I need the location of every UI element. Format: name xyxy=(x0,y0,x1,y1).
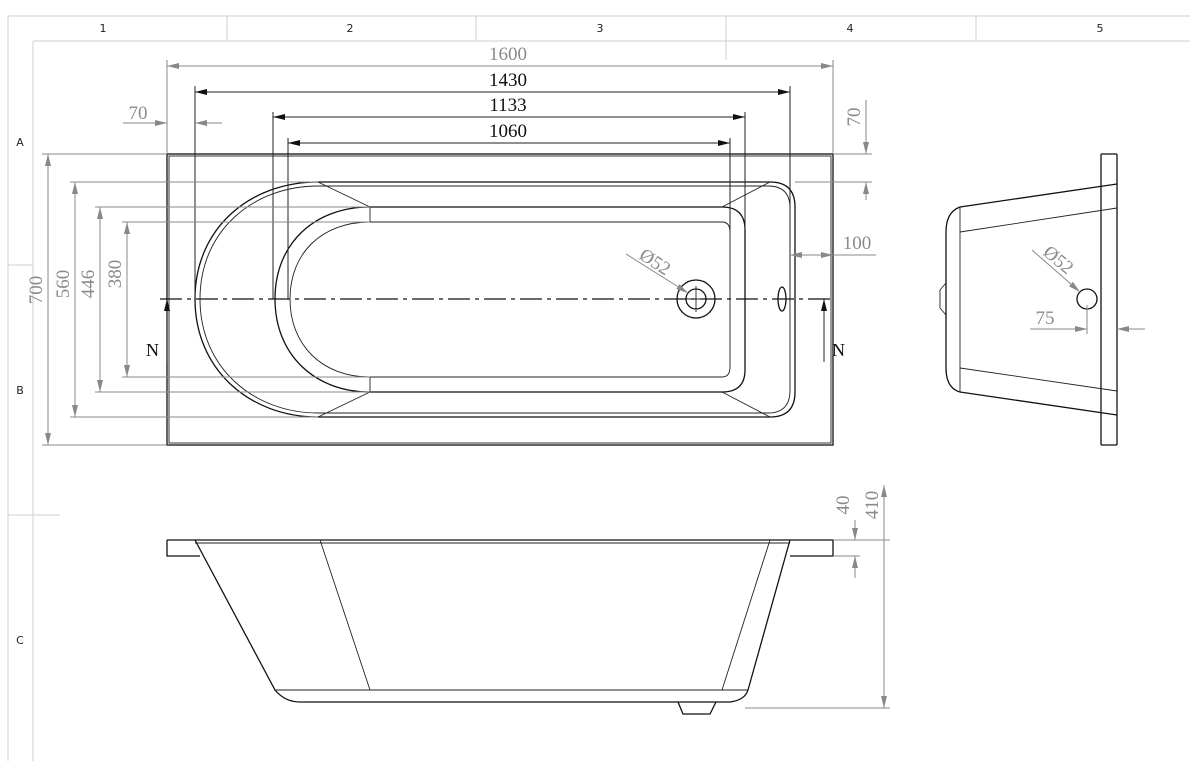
basin-edge xyxy=(274,206,746,393)
side-view: 40 410 xyxy=(166,485,890,715)
column-label: 2 xyxy=(347,22,354,35)
dim-rim-thickness: 40 xyxy=(833,496,854,515)
row-label: B xyxy=(16,384,24,397)
section-marker-right: N xyxy=(832,340,845,360)
dim-drain-diameter: Ø52 xyxy=(635,245,674,280)
dim-overflow-offset: 100 xyxy=(843,233,872,254)
dim-floor-width: 380 xyxy=(105,260,126,289)
dim-left-rim: 70 xyxy=(129,103,148,124)
dim-end-hole-offset: 75 xyxy=(1036,308,1055,329)
dim-rim-inner-width: 560 xyxy=(53,270,74,299)
column-label: 5 xyxy=(1097,22,1104,35)
dim-rim-inner-length: 1430 xyxy=(489,70,527,91)
dim-basin-width: 446 xyxy=(78,270,99,299)
row-label: A xyxy=(16,136,24,149)
section-marker-left: N xyxy=(146,340,159,360)
dim-overall-height: 410 xyxy=(862,491,883,520)
dim-basin-length: 1133 xyxy=(489,95,526,116)
dim-overall-width: 700 xyxy=(26,276,47,305)
row-label: C xyxy=(16,634,24,647)
top-view: 1600 1430 1133 1060 70 70 100 Ø52 xyxy=(26,44,876,446)
rim-inner-edge xyxy=(194,181,796,418)
end-view: Ø52 75 xyxy=(939,153,1145,446)
column-label: 4 xyxy=(847,22,854,35)
column-label: 3 xyxy=(597,22,604,35)
dim-right-rim: 70 xyxy=(844,108,865,127)
dim-end-hole-diameter: Ø52 xyxy=(1039,242,1078,279)
end-flange xyxy=(1100,153,1118,446)
sheet-frame: 1 2 3 4 5 A B C xyxy=(7,15,1190,761)
column-label: 1 xyxy=(100,22,107,35)
dim-floor-length: 1060 xyxy=(489,121,527,142)
dim-overall-length: 1600 xyxy=(489,44,527,65)
